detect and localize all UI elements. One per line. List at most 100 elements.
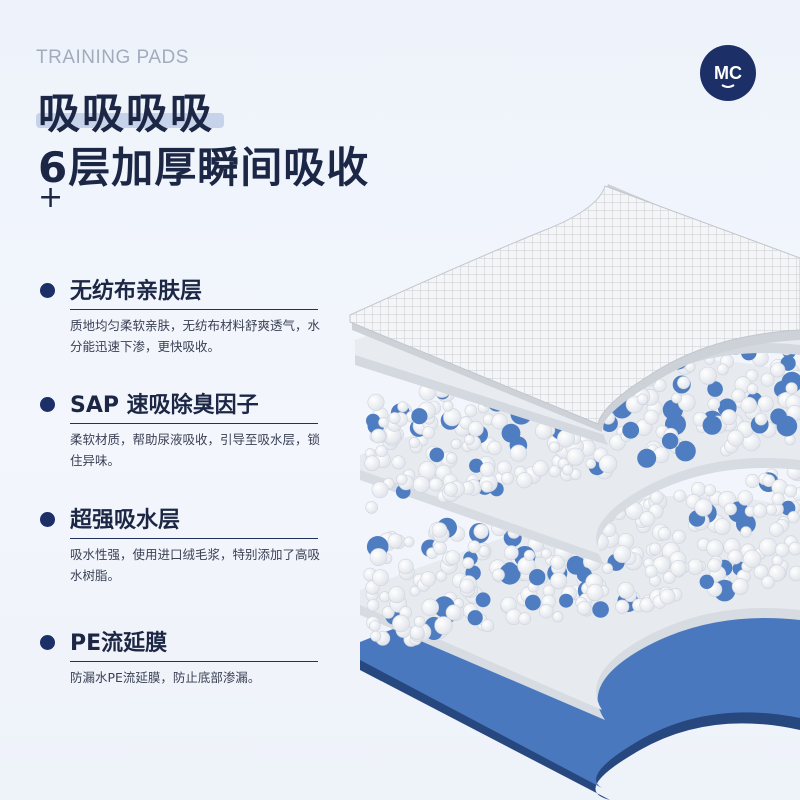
sap-bead-blue: [637, 448, 657, 468]
sap-bead-white: [378, 417, 389, 428]
sap-bead-blue: [699, 574, 714, 589]
sap-bead-blue: [622, 421, 640, 439]
sap-bead-white: [442, 400, 454, 412]
sap-bead-white: [586, 583, 604, 602]
sap-bead-blue: [411, 408, 428, 425]
sap-bead-white: [372, 569, 389, 587]
sap-bead-white: [552, 611, 564, 623]
sap-bead-blue: [661, 432, 679, 450]
sap-bead-white: [462, 557, 475, 569]
divider: [70, 423, 318, 424]
sap-bead-white: [615, 599, 630, 614]
sap-bead-white: [409, 585, 421, 597]
sap-bead-white: [758, 537, 778, 557]
sap-bead-blue: [499, 563, 521, 585]
sap-bead-white: [421, 598, 439, 617]
sap-bead-white: [652, 556, 671, 574]
sap-bead-white: [388, 586, 406, 604]
sap-bead-white: [434, 616, 453, 635]
sap-bead-white: [753, 564, 769, 580]
sap-bead-white: [745, 473, 760, 489]
sap-bead-white: [677, 376, 691, 390]
feature-title: SAP 速吸除臭因子: [70, 393, 259, 418]
sap-bead-white: [785, 382, 798, 395]
bullet-icon: [40, 283, 55, 298]
feature-description: 防漏水PE流延膜，防止底部渗漏。: [70, 670, 261, 685]
sap-bead-white: [550, 555, 565, 570]
sap-bead-white: [657, 526, 672, 541]
sap-bead-white: [598, 454, 618, 474]
sap-bead-white: [473, 523, 489, 540]
sap-bead-white: [771, 492, 785, 506]
sap-bead-white: [370, 630, 382, 642]
sap-bead-white: [636, 393, 649, 405]
sap-bead-white: [727, 429, 745, 447]
sap-bead-blue: [675, 440, 696, 462]
divider: [70, 309, 318, 310]
sap-bead-white: [518, 612, 531, 626]
sap-bead-white: [459, 578, 475, 594]
sap-bead-white: [492, 568, 505, 582]
sap-bead-white: [367, 393, 385, 411]
sap-bead-layer-upper: [364, 322, 800, 514]
sap-bead-white: [435, 570, 447, 582]
sap-bead-white: [408, 437, 420, 449]
sap-bead-white: [740, 396, 758, 414]
feature-description: 质地均匀柔软亲肤，无纺布材料舒爽透气，水分能迅速下渗，更快吸收。: [70, 318, 321, 354]
sap-bead-white: [409, 625, 425, 640]
sap-bead-white: [760, 372, 775, 387]
sap-bead-blue: [776, 415, 798, 437]
sap-bead-white: [403, 536, 415, 548]
sap-bead-blue: [707, 381, 723, 397]
sap-bead-white: [707, 397, 721, 411]
sap-bead-white: [396, 473, 408, 486]
sap-bead-white: [694, 498, 713, 517]
sap-bead-white: [369, 620, 381, 632]
sap-bead-white: [771, 554, 784, 567]
sap-bead-white: [443, 482, 458, 497]
feature-title: 无纺布亲肤层: [70, 279, 203, 304]
sap-bead-blue: [467, 610, 483, 626]
pad-layers-illustration: [349, 184, 800, 800]
sap-bead-blue: [559, 593, 574, 608]
sap-bead-white: [671, 392, 682, 404]
sap-bead-white: [413, 615, 426, 628]
sap-bead-white: [746, 383, 759, 395]
sap-bead-white: [724, 502, 737, 516]
sap-bead-white: [653, 378, 667, 393]
sap-bead-white: [745, 369, 759, 382]
sap-bead-white: [548, 441, 560, 453]
sap-bead-white: [659, 588, 676, 605]
feature-description: 柔软材质，帮助尿液吸收，引导至吸水层，锁住异味。: [70, 432, 321, 468]
feature-description: 吸水性强，使用进口绒毛浆，特别添加了高吸水树脂。: [70, 547, 321, 583]
sap-bead-white: [364, 455, 381, 472]
sap-bead-white: [550, 572, 568, 590]
sap-bead-white: [501, 471, 514, 485]
sap-bead-white: [601, 562, 613, 574]
sap-bead-white: [769, 522, 784, 537]
sap-bead-white: [687, 558, 704, 575]
logo-text: MC: [714, 63, 742, 83]
sap-bead-white: [398, 558, 414, 575]
sap-bead-white: [740, 526, 752, 538]
brand-logo: MC: [700, 45, 756, 101]
sap-bead-white: [768, 564, 786, 582]
divider: [70, 538, 318, 539]
sap-bead-white: [672, 529, 686, 544]
sap-bead-white: [673, 489, 686, 503]
sap-bead-white: [762, 474, 776, 487]
sap-bead-white: [639, 511, 656, 527]
sap-bead-white: [720, 409, 737, 426]
sap-bead-white: [698, 366, 717, 385]
sap-bead-white: [391, 455, 406, 470]
sap-bead-white: [731, 578, 749, 595]
sap-bead-white: [371, 481, 389, 499]
sap-bead-white: [463, 434, 475, 446]
sap-bead-white: [412, 476, 430, 494]
sap-bead-white: [540, 548, 552, 560]
sap-bead-white: [670, 560, 687, 577]
sap-bead-white: [754, 412, 768, 426]
sap-bead-white: [548, 465, 561, 478]
sap-bead-white: [585, 458, 597, 469]
sap-bead-white: [566, 447, 585, 466]
